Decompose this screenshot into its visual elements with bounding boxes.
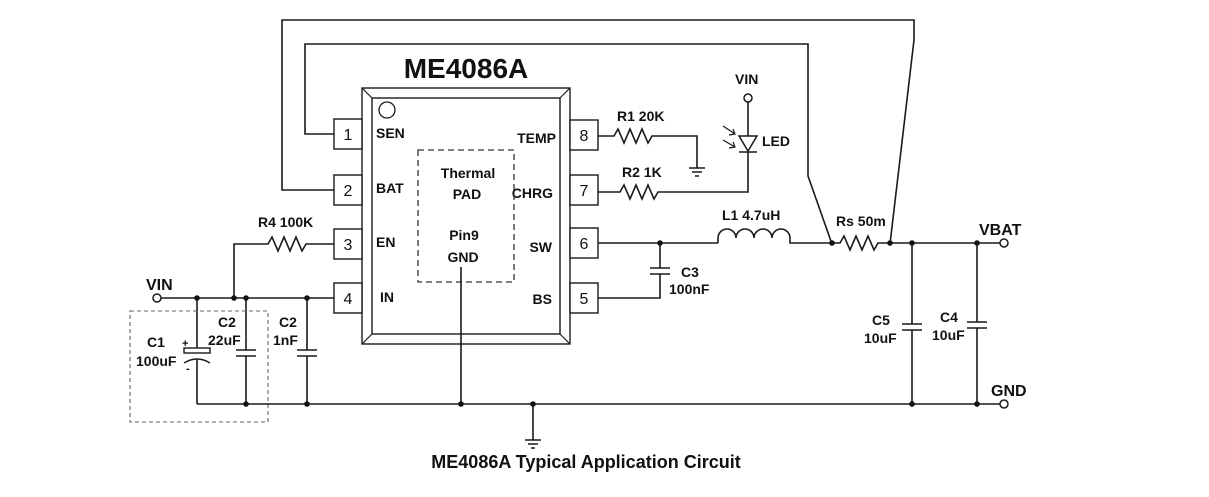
wire-sen-loop bbox=[304, 43, 833, 245]
ground-icon bbox=[525, 404, 541, 449]
pin-3: 3 bbox=[333, 228, 363, 260]
pin9-gnd-label: GND bbox=[447, 249, 478, 265]
pin-name-chrg: CHRG bbox=[512, 185, 553, 201]
resistor-r2 bbox=[598, 152, 749, 202]
c2b-value: 1nF bbox=[273, 332, 298, 348]
capacitor-c1-plate bbox=[183, 347, 211, 354]
rs-label: Rs 50m bbox=[836, 213, 886, 229]
l1-label: L1 4.7uH bbox=[722, 207, 780, 223]
pin-name-temp: TEMP bbox=[517, 130, 556, 146]
pin-number: 3 bbox=[344, 237, 353, 254]
pin-name-in: IN bbox=[380, 289, 394, 305]
c1-name: C1 bbox=[147, 334, 165, 350]
wire-bat-loop bbox=[281, 19, 915, 245]
capacitor-c2-22uf bbox=[236, 298, 256, 404]
c3-name: C3 bbox=[681, 264, 699, 280]
pin-1: 1 bbox=[333, 118, 363, 150]
pin-number: 5 bbox=[580, 291, 589, 308]
pin-number: 4 bbox=[344, 291, 353, 308]
pin-number: 8 bbox=[580, 128, 589, 145]
pin-name-bs: BS bbox=[533, 291, 552, 307]
pin-name-sw: SW bbox=[529, 239, 552, 255]
vbat-label: VBAT bbox=[979, 222, 1022, 239]
c5-name: C5 bbox=[872, 312, 890, 328]
c2a-name: C2 bbox=[218, 314, 236, 330]
r4-label: R4 100K bbox=[258, 214, 313, 230]
thermal-pad-label: Thermal bbox=[441, 165, 495, 181]
led-icon bbox=[722, 93, 759, 153]
c2b-name: C2 bbox=[279, 314, 297, 330]
pin9-label: Pin9 bbox=[449, 227, 479, 243]
thermal-pad-label: PAD bbox=[453, 186, 482, 202]
c1-plus: + bbox=[182, 338, 188, 350]
led-label: LED bbox=[762, 133, 790, 149]
pin-name-bat: BAT bbox=[376, 180, 404, 196]
c4-value: 10uF bbox=[932, 327, 965, 343]
junction bbox=[243, 401, 249, 407]
resistor-r4 bbox=[233, 234, 334, 298]
vin-left-label: VIN bbox=[146, 277, 173, 294]
pin-2: 2 bbox=[333, 174, 363, 206]
resistor-rs bbox=[832, 233, 1000, 253]
junction bbox=[304, 401, 310, 407]
pin-4: 4 bbox=[333, 282, 363, 314]
resistor-r1 bbox=[598, 126, 698, 168]
junction bbox=[829, 240, 835, 246]
chip-title: ME4086A bbox=[404, 53, 529, 84]
pin-6: 6 bbox=[569, 227, 599, 259]
c4-name: C4 bbox=[940, 309, 958, 325]
capacitor-c3 bbox=[598, 243, 670, 299]
pin-8: 8 bbox=[569, 119, 599, 151]
capacitor-c4 bbox=[967, 243, 987, 404]
vbat-terminal bbox=[999, 238, 1009, 248]
ground-icon bbox=[689, 167, 705, 177]
pin1-marker bbox=[378, 101, 396, 119]
vin-top-label: VIN bbox=[735, 71, 758, 87]
thermal-pad-outline bbox=[417, 149, 515, 283]
c3-value: 100nF bbox=[669, 281, 710, 297]
pin-number: 7 bbox=[580, 183, 589, 200]
gnd-label: GND bbox=[991, 383, 1027, 400]
junction bbox=[458, 401, 464, 407]
c1-value: 100uF bbox=[136, 353, 177, 369]
chip-body bbox=[361, 87, 571, 345]
pin-name-sen: SEN bbox=[376, 125, 405, 141]
c2a-value: 22uF bbox=[208, 332, 241, 348]
pin-number: 6 bbox=[580, 236, 589, 253]
pin-name-en: EN bbox=[376, 234, 395, 250]
pin-5: 5 bbox=[569, 282, 599, 314]
gnd-terminal bbox=[999, 399, 1009, 409]
figure-caption: ME4086A Typical Application Circuit bbox=[431, 452, 740, 472]
pin-number: 2 bbox=[344, 183, 353, 200]
vin-terminal bbox=[152, 293, 162, 303]
capacitor-c5 bbox=[902, 243, 922, 404]
input-cap-group-outline bbox=[129, 310, 269, 423]
r1-label: R1 20K bbox=[617, 108, 664, 124]
pin-number: 1 bbox=[344, 127, 353, 144]
inductor-l1 bbox=[717, 228, 832, 244]
junction bbox=[887, 240, 893, 246]
capacitor-c2-1nf bbox=[297, 298, 317, 404]
r2-label: R2 1K bbox=[622, 164, 662, 180]
c5-value: 10uF bbox=[864, 330, 897, 346]
c1-minus: - bbox=[186, 363, 190, 375]
pin-7: 7 bbox=[569, 174, 599, 206]
